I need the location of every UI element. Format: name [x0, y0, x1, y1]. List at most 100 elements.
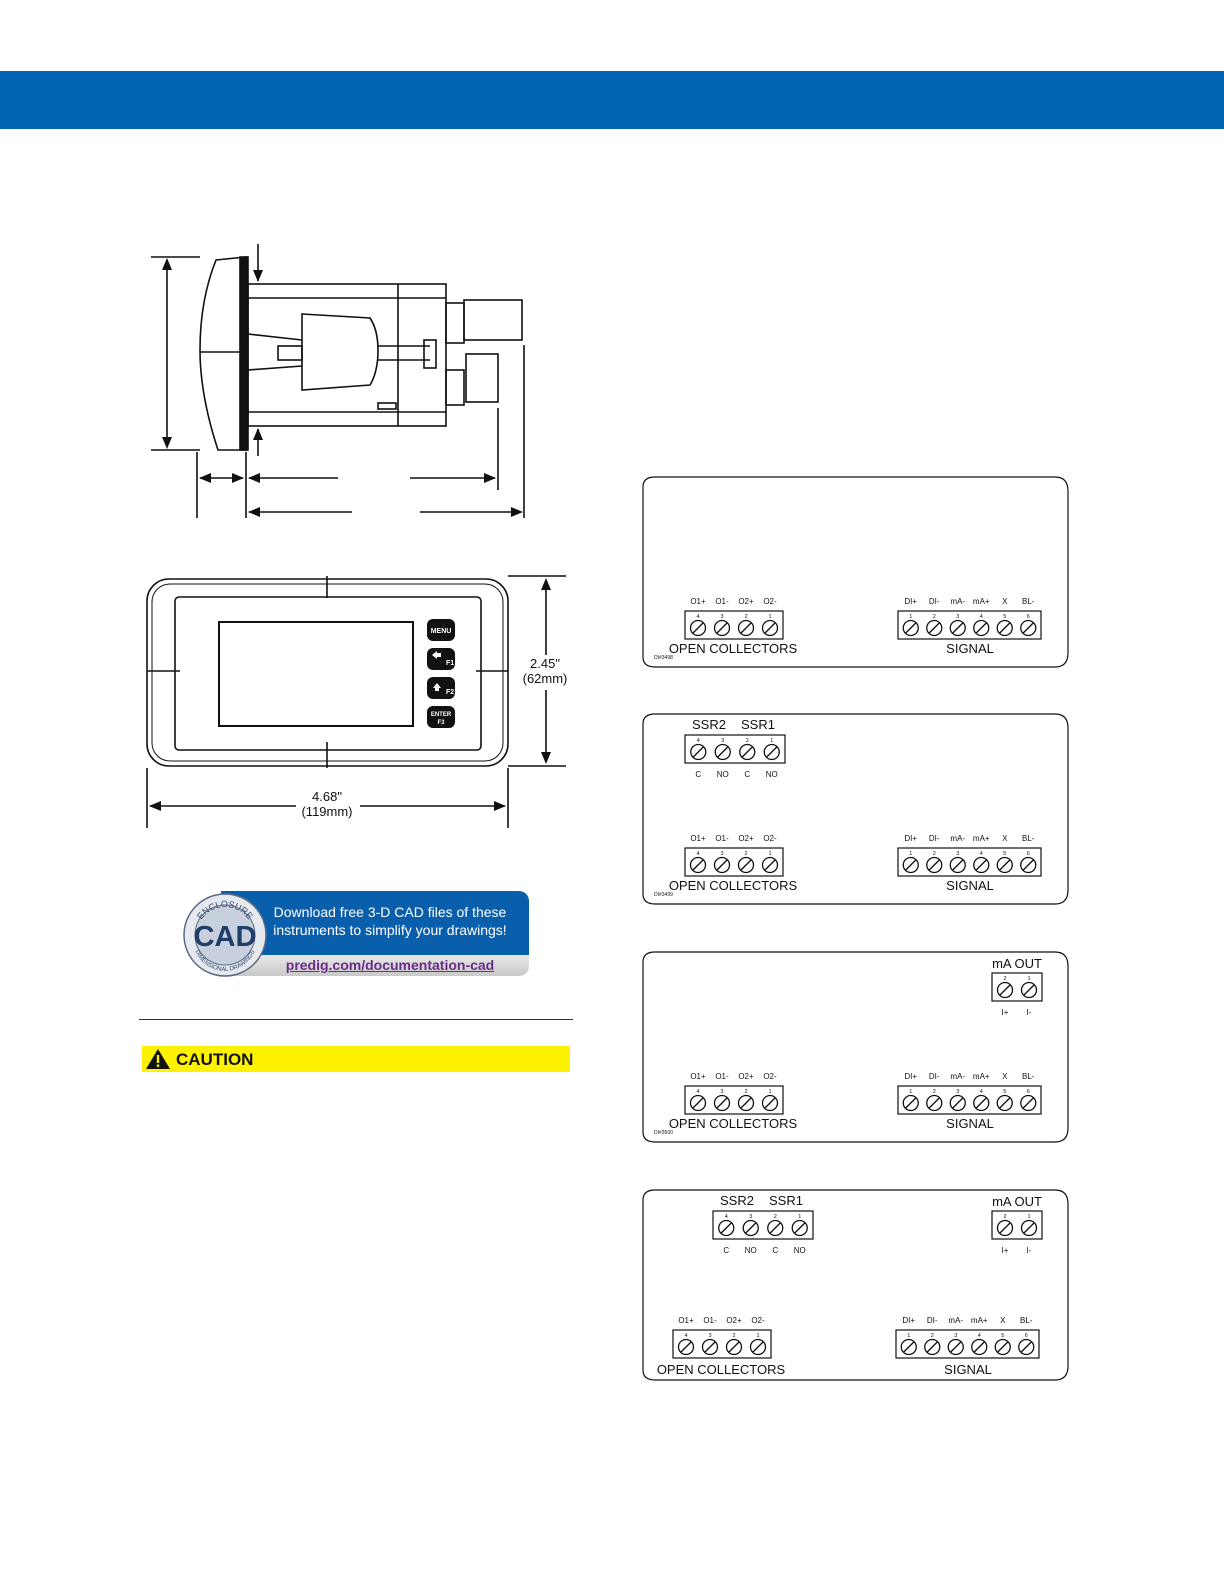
- terminal-label: O1-: [715, 834, 729, 843]
- screw-slot: [1022, 859, 1034, 871]
- terminal-number: 1: [909, 1089, 912, 1095]
- terminal-number: 1: [798, 1214, 801, 1220]
- terminal-label: O1+: [690, 1072, 706, 1081]
- terminal-label: O1-: [715, 1072, 729, 1081]
- terminal-bottom-label: NO: [766, 770, 778, 779]
- terminal-bottom-label: NO: [745, 1246, 757, 1255]
- terminal-block: [684, 1085, 784, 1115]
- screw-slot: [975, 622, 987, 634]
- terminal-block: [684, 734, 786, 764]
- terminal-number: 3: [956, 1089, 959, 1095]
- terminal-block: [897, 1085, 1042, 1115]
- terminal-block: [684, 610, 784, 640]
- screw-slot: [740, 859, 752, 871]
- screw-slot: [999, 622, 1011, 634]
- terminal-label: O2+: [738, 834, 754, 843]
- wiring-panel: [642, 476, 1069, 668]
- terminal-number: 5: [1003, 1089, 1006, 1095]
- screw-slot: [717, 746, 729, 758]
- terminal-label: mA-: [950, 1072, 965, 1081]
- terminal-number: 4: [980, 1089, 983, 1095]
- caution-bar: CAUTION: [142, 1046, 570, 1072]
- wiring-panel: [642, 713, 1069, 905]
- screw-slot: [716, 622, 728, 634]
- cad-download-link[interactable]: predig.com/documentation-cad: [285, 957, 495, 973]
- ma-out-title: mA OUT: [992, 1194, 1042, 1209]
- terminal-block: [991, 1210, 1043, 1240]
- terminal-number: 3: [956, 851, 959, 857]
- screw-slot: [903, 1341, 915, 1353]
- cad-banner-blue: Download free 3-D CAD files of these ins…: [221, 891, 529, 955]
- terminal-label: O2+: [726, 1316, 742, 1325]
- terminal-label: BL-: [1022, 1072, 1035, 1081]
- terminal-number: 6: [1027, 851, 1030, 857]
- terminal-label: O1+: [690, 834, 706, 843]
- terminal-number: 1: [1027, 976, 1030, 982]
- terminal-label: DI+: [902, 1316, 915, 1325]
- terminal-number: 2: [732, 1333, 735, 1339]
- terminal-number: 4: [980, 614, 983, 620]
- cad-download-banner[interactable]: Download free 3-D CAD files of these ins…: [183, 891, 529, 977]
- screw-slot: [952, 859, 964, 871]
- terminal-label: BL-: [1022, 597, 1035, 606]
- drawing-code: DI#3499: [654, 892, 673, 898]
- terminal-label: O1+: [678, 1316, 694, 1325]
- terminal-bottom-label: I-: [1027, 1008, 1032, 1017]
- terminal-bottom-label: I-: [1027, 1246, 1032, 1255]
- screw-slot: [926, 1341, 938, 1353]
- terminal-label: X: [1002, 834, 1008, 843]
- screw-slot: [740, 622, 752, 634]
- screw-slot: [1020, 1341, 1032, 1353]
- terminal-block-title: OPEN COLLECTORS: [669, 641, 798, 656]
- cad-banner-line2: instruments to simplify your drawings!: [273, 922, 507, 938]
- terminal-number: 2: [933, 614, 936, 620]
- screw-slot: [752, 1341, 764, 1353]
- caution-label: CAUTION: [176, 1050, 254, 1069]
- terminal-block-title: SIGNAL: [946, 1116, 994, 1131]
- screw-slot: [905, 622, 917, 634]
- terminal-number: 3: [954, 1333, 957, 1339]
- terminal-number: 5: [1003, 614, 1006, 620]
- cad-banner-line1: Download free 3-D CAD files of these: [273, 904, 507, 920]
- terminal-label: DI+: [904, 1072, 917, 1081]
- drawing-code: DI#3498: [654, 655, 673, 661]
- screw-slot: [950, 1341, 962, 1353]
- screw-slot: [766, 746, 778, 758]
- terminal-number: 1: [768, 1089, 771, 1095]
- terminal-bottom-label: NO: [717, 770, 729, 779]
- terminal-label: mA+: [973, 1072, 990, 1081]
- terminal-number: 2: [933, 1089, 936, 1095]
- terminal-bottom-label: I+: [1002, 1008, 1009, 1017]
- terminal-number: 6: [1027, 614, 1030, 620]
- terminal-block-title: SIGNAL: [944, 1362, 992, 1377]
- terminal-number: 2: [1003, 976, 1006, 982]
- terminal-number: 2: [744, 614, 747, 620]
- screw-slot: [764, 859, 776, 871]
- terminal-number: 1: [909, 851, 912, 857]
- terminal-label: O2-: [763, 597, 777, 606]
- terminal-label: X: [1000, 1316, 1006, 1325]
- terminal-block: [897, 847, 1042, 877]
- terminal-block-title: OPEN COLLECTORS: [669, 878, 798, 893]
- screw-slot: [975, 1097, 987, 1109]
- terminal-label: O2-: [763, 1072, 777, 1081]
- screw-slot: [997, 1341, 1009, 1353]
- terminal-number: 1: [768, 614, 771, 620]
- terminal-number: 1: [768, 851, 771, 857]
- terminal-bottom-label: C: [695, 770, 701, 779]
- terminal-number: 6: [1027, 1089, 1030, 1095]
- terminal-number: 4: [697, 738, 700, 744]
- screw-slot: [680, 1341, 692, 1353]
- screw-slot: [905, 859, 917, 871]
- header-bar: [0, 71, 1224, 129]
- terminal-block-title: SIGNAL: [946, 641, 994, 656]
- terminal-label: mA-: [950, 597, 965, 606]
- terminal-number: 1: [907, 1333, 910, 1339]
- screw-slot: [741, 746, 753, 758]
- terminal-label: O2-: [763, 834, 777, 843]
- wiring-panel: [642, 1189, 1069, 1381]
- terminal-label: O2-: [751, 1316, 765, 1325]
- terminal-number: 3: [720, 614, 723, 620]
- terminal-number: 3: [720, 1089, 723, 1095]
